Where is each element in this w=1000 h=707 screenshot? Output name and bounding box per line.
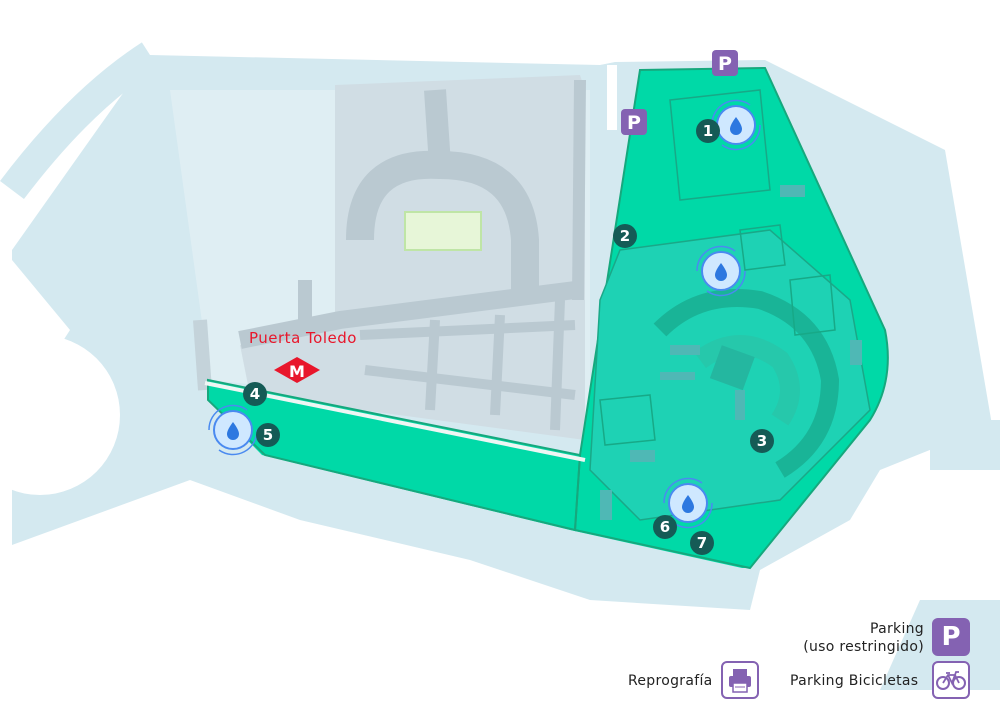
campus-area	[204, 65, 889, 570]
svg-text:5: 5	[263, 426, 273, 444]
marker-1[interactable]: 1	[696, 119, 720, 143]
parking-icon: P	[932, 618, 970, 656]
fountain-icon[interactable]	[711, 99, 761, 151]
svg-text:P: P	[718, 53, 732, 75]
fountain-icon[interactable]	[696, 245, 746, 297]
svg-text:2: 2	[620, 227, 630, 245]
metro-station[interactable]: Puerta Toledo M	[249, 329, 357, 383]
marker-5[interactable]: 5	[256, 423, 280, 447]
svg-text:P: P	[627, 112, 641, 134]
svg-text:3: 3	[757, 432, 767, 450]
marker-7[interactable]: 7	[690, 531, 714, 555]
printer-icon	[721, 661, 759, 699]
marker-6[interactable]: 6	[653, 515, 677, 539]
bicycle-icon	[932, 661, 970, 699]
legend-parking-label: Parking (uso restringido)	[803, 621, 924, 655]
parking-badge-top: P	[712, 50, 738, 76]
marker-4[interactable]: 4	[243, 382, 267, 406]
metro-station-label: Puerta Toledo	[249, 329, 357, 347]
fountain-icon[interactable]	[208, 404, 258, 456]
city-block	[193, 75, 586, 440]
svg-text:6: 6	[660, 518, 670, 536]
fountain-icon[interactable]	[663, 477, 713, 529]
svg-text:4: 4	[250, 385, 260, 403]
parking-badge-left: P	[621, 109, 647, 135]
svg-text:M: M	[289, 362, 305, 381]
svg-text:1: 1	[703, 122, 713, 140]
legend-reprografia-label: Reprografía	[628, 673, 713, 689]
marker-2[interactable]: 2	[613, 224, 637, 248]
svg-text:7: 7	[697, 534, 707, 552]
metro-icon	[274, 357, 320, 383]
marker-3[interactable]: 3	[750, 429, 774, 453]
legend-bicicletas-label: Parking Bicicletas	[790, 673, 919, 689]
